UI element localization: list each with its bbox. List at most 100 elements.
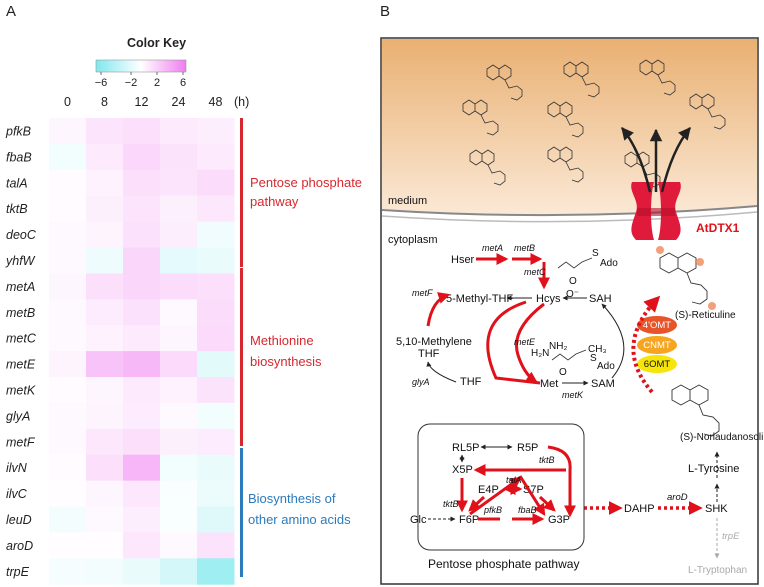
methionine-cycle: Hser metA metB metC O O⁻ S Ado Hcys SAH … [396,243,625,400]
enzyme-ovals: 4'OMT CNMT 6OMT [637,316,677,373]
heatmap-cell [197,169,235,197]
heatmap-cell [197,506,235,533]
hcys-label: Hcys [536,293,561,305]
heatmap-cell [49,299,87,326]
gene-label: metA [6,280,35,294]
heatmap-cell [86,351,124,378]
shk-label: SHK [705,503,728,515]
reticuline-structure [656,246,716,310]
gene-label: metB [6,306,35,320]
column-header: 12 [135,95,149,109]
thf-label: THF [460,376,482,388]
transporter-label: AtDTX1 [696,221,740,235]
heatmap-cell [160,402,198,430]
gene-label: metK [6,383,36,397]
heatmap-cell [49,351,87,378]
enzyme-6omt: 6OMT [644,359,671,370]
heatmap-cell [86,532,124,559]
heatmap-cell [123,506,161,533]
heatmap-cell [123,428,161,456]
heatmap-cell [86,273,124,300]
heatmap-cell [123,143,161,171]
gene-label: metE [6,358,36,372]
heatmap-cell [123,377,161,404]
sam-label: SAM [591,378,615,390]
gene-label: fbaB [6,150,32,164]
gene-label: talA [6,176,28,190]
group-bar-pentose [240,118,243,267]
medium-region [382,39,757,216]
gene-label: deoC [6,228,37,242]
heatmap-cell [160,532,198,559]
heatmap-cell [123,247,161,274]
heatmap-cell [160,247,198,274]
metC-label: metC [524,267,546,277]
heatmap-cell [123,273,161,300]
norlaudanosoline-to-reticuline-arrow [631,295,661,394]
gene-label: tktB [6,202,28,216]
atdtx1-transporter [621,127,691,240]
f6p-label: F6P [459,514,479,526]
heatmap-cell [123,118,161,145]
ppp-title: Pentose phosphate pathway [428,557,579,571]
heatmap-cell [49,118,87,145]
methyl-thf-label: 5-Methyl-THF [446,293,514,305]
sah-label: SAH [589,293,612,305]
heatmap-cell [49,377,87,404]
heatmap-cell [197,428,235,456]
heatmap-cell [49,325,87,352]
aroD-label: aroD [667,492,688,503]
column-header: 0 [64,95,71,109]
cell-membrane [381,205,758,217]
methylene-thf-label-2: THF [418,348,440,360]
heatmap-cell [160,325,198,352]
color-key-tick-label: −2 [125,77,138,89]
s-label-2: S [590,353,597,364]
gene-label: leuD [6,513,32,527]
group-label-other-1: Biosynthesis of [248,491,336,506]
heatmap-cell [49,480,87,507]
x5p-label: X5P [452,464,473,476]
heatmap-cell [197,558,235,585]
group-bar-other-aa [240,448,243,577]
talA-label: talA [506,475,522,485]
heatmap-cell [197,325,235,352]
heatmap-cell [86,143,124,171]
column-header: 8 [101,95,108,109]
heatmap-cell [197,402,235,430]
h2n-label: H₂N [531,348,549,359]
heatmap-cell [123,351,161,378]
heatmap-cell [160,351,198,378]
gene-label: metF [6,435,36,449]
heatmap-cell [160,480,198,507]
heatmap-cell [160,195,198,223]
hser-label: Hser [451,254,475,266]
heatmap-cell [160,428,198,456]
heatmap-cell [49,247,87,274]
s-label-1: S [592,248,599,259]
heatmap [49,118,235,585]
heatmap-cell [49,273,87,300]
metB-label: metB [514,243,535,253]
group-label-methionine-2: biosynthesis [250,354,322,369]
fbaB-label: fbaB [518,505,537,515]
gene-label: ilvC [6,487,28,501]
ado-label-2: Ado [597,361,615,372]
group-label-other-2: other amino acids [248,512,351,527]
heatmap-cell [123,402,161,430]
gene-label: yhfW [5,254,36,268]
color-key-tick-label: 2 [154,77,160,89]
heatmap-cell [49,221,87,248]
heatmap-cell [86,325,124,352]
color-key-title: Color Key [127,36,186,50]
heatmap-cell [197,221,235,248]
cell-membrane-inner [381,211,758,223]
gene-label: metC [6,332,37,346]
heatmap-cell [49,506,87,533]
heatmap-cell [86,377,124,404]
reticuline-molecules-medium [462,59,726,188]
enzyme-4omt: 4'OMT [643,320,671,331]
rl5p-label: RL5P [452,442,480,454]
